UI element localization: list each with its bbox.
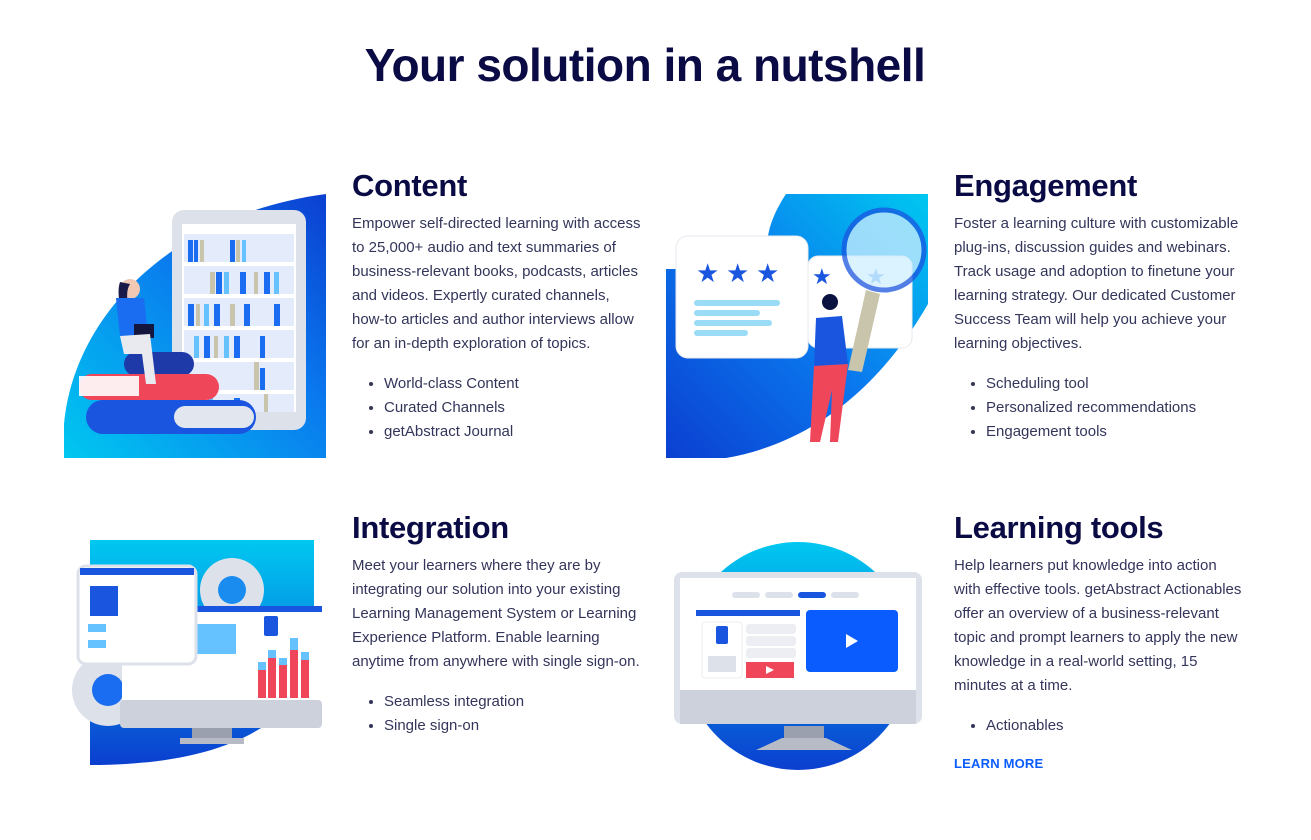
list-item: Single sign-on — [384, 714, 642, 738]
content-bullet-list: World-class Content Curated Channels get… — [352, 372, 642, 444]
engagement-bullet-list: Scheduling tool Personalized recommendat… — [954, 372, 1244, 444]
list-item: Scheduling tool — [986, 372, 1244, 396]
learn-more-link[interactable]: LEARN MORE — [954, 756, 1044, 771]
list-item: Engagement tools — [986, 420, 1244, 444]
svg-text:★: ★ — [696, 259, 719, 289]
integration-heading: Integration — [352, 510, 509, 545]
man-magnifying-glass-ratings-illustration: ★ ★ ★ ★ ★ — [666, 194, 928, 458]
integration-bullet-list: Seamless integration Single sign-on — [352, 690, 642, 738]
monitor-video-player-illustration — [674, 542, 922, 770]
learning-tools-text-column: Learning tools Help learners put knowled… — [954, 510, 1244, 773]
list-item: Personalized recommendations — [986, 396, 1244, 420]
list-item: Actionables — [986, 714, 1244, 738]
monitor-gears-dashboard-illustration — [72, 540, 322, 765]
engagement-heading: Engagement — [954, 168, 1138, 203]
svg-text:★: ★ — [726, 259, 749, 289]
svg-text:★: ★ — [756, 259, 779, 289]
integration-text-column: Integration Meet your learners where the… — [352, 510, 642, 738]
list-item: getAbstract Journal — [384, 420, 642, 444]
engagement-text-column: Engagement Foster a learning culture wit… — [954, 168, 1244, 444]
learning-tools-description: Help learners put knowledge into action … — [954, 557, 1242, 694]
page-title: Your solution in a nutshell — [364, 39, 926, 91]
learning-tools-heading: Learning tools — [954, 510, 1164, 545]
list-item: World-class Content — [384, 372, 642, 396]
content-text-column: Content Empower self-directed learning w… — [352, 168, 642, 444]
engagement-description: Foster a learning culture with customiza… — [954, 215, 1239, 352]
content-heading: Content — [352, 168, 467, 203]
learning-tools-bullet-list: Actionables — [954, 714, 1244, 738]
svg-text:★: ★ — [812, 265, 832, 290]
woman-reading-bookshelf-illustration — [64, 194, 326, 458]
play-icon — [846, 634, 858, 648]
list-item: Curated Channels — [384, 396, 642, 420]
integration-description: Meet your learners where they are by int… — [352, 557, 640, 670]
content-description: Empower self-directed learning with acce… — [352, 215, 641, 352]
list-item: Seamless integration — [384, 690, 642, 714]
